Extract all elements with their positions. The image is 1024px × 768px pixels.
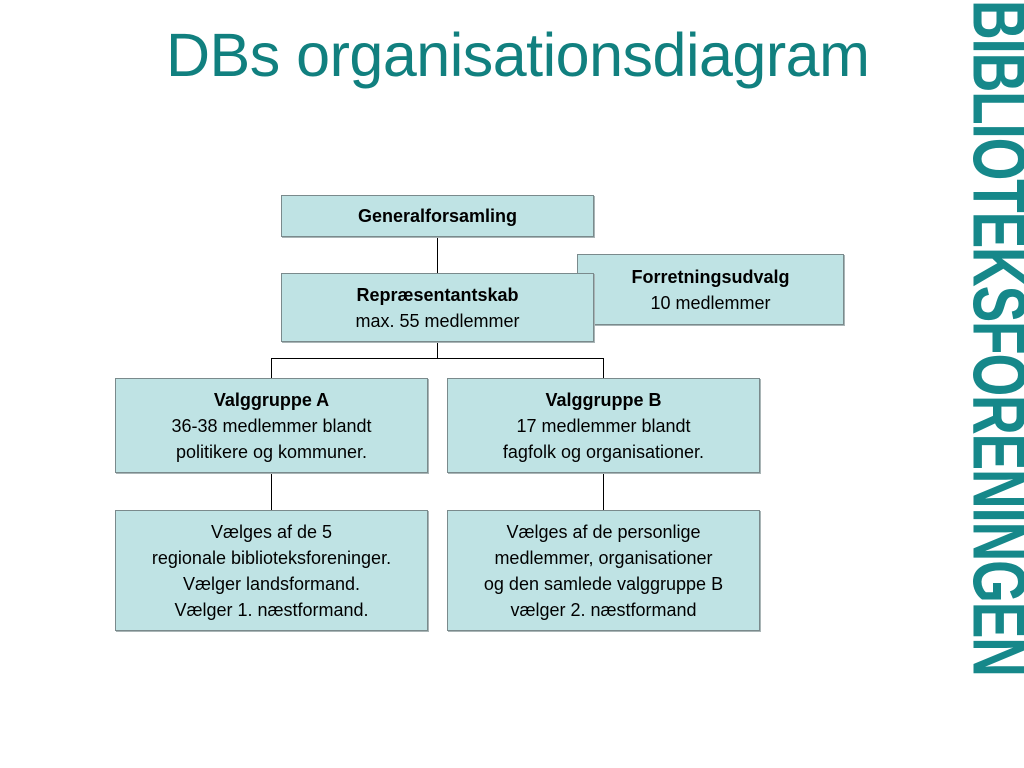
brand-wordmark: BIBLIOTEKSFORENINGEN (957, 0, 1024, 676)
page-title: DBs organisationsdiagram (166, 21, 870, 89)
node-valggruppe-b-detail-line-1: Vælges af de personlige (506, 522, 701, 542)
node-valggruppe-a-detail-line-2: regionale biblioteksforeninger. (151, 548, 392, 568)
node-repraesentantskab-heading: Repræsentantskab (356, 285, 519, 305)
node-valggruppe-a-detail-line-4: Vælger 1. næstformand. (174, 600, 369, 620)
node-valggruppe-b-detail-line-4: vælger 2. næstformand (510, 600, 697, 620)
connector-valggruppe-b-to-detail (603, 472, 604, 511)
connector-repraesentantskab-down (437, 341, 438, 359)
node-generalforsamling: Generalforsamling (281, 195, 594, 237)
brand-logo: BIBLIOTEKSFORENINGEN (932, 0, 1024, 768)
node-valggruppe-a-detail: Vælges af de 5 regionale biblioteksforen… (115, 510, 428, 631)
node-valggruppe-a-line-2: politikere og kommuner. (175, 442, 368, 462)
node-valggruppe-b-detail-line-2: medlemmer, organisationer (494, 548, 713, 568)
node-valggruppe-b-line-2: fagfolk og organisationer. (502, 442, 705, 462)
node-valggruppe-b: Valggruppe B 17 medlemmer blandt fagfolk… (447, 378, 760, 473)
node-forretningsudvalg: Forretningsudvalg 10 medlemmer (577, 254, 844, 325)
node-forretningsudvalg-line: 10 medlemmer (650, 293, 771, 313)
node-valggruppe-b-heading: Valggruppe B (545, 390, 662, 410)
node-valggruppe-a-heading: Valggruppe A (213, 390, 330, 410)
node-valggruppe-b-detail: Vælges af de personlige medlemmer, organ… (447, 510, 760, 631)
node-forretningsudvalg-heading: Forretningsudvalg (631, 267, 790, 287)
node-valggruppe-b-line-1: 17 medlemmer blandt (516, 416, 691, 436)
connector-branch-to-valggruppe-a (271, 358, 272, 379)
connector-horizontal-branch (271, 358, 604, 359)
node-generalforsamling-heading: Generalforsamling (357, 206, 518, 226)
node-repraesentantskab: Repræsentantskab max. 55 medlemmer (281, 273, 594, 342)
node-repraesentantskab-line: max. 55 medlemmer (355, 311, 520, 331)
node-valggruppe-a-detail-line-3: Vælger landsformand. (182, 574, 361, 594)
connector-general-to-repraesentantskab (437, 236, 438, 274)
node-valggruppe-a-detail-line-1: Vælges af de 5 (210, 522, 333, 542)
node-valggruppe-a-line-1: 36-38 medlemmer blandt (171, 416, 372, 436)
connector-branch-to-valggruppe-b (603, 358, 604, 379)
node-valggruppe-b-detail-line-3: og den samlede valggruppe B (483, 574, 724, 594)
node-valggruppe-a: Valggruppe A 36-38 medlemmer blandt poli… (115, 378, 428, 473)
connector-valggruppe-a-to-detail (271, 472, 272, 511)
